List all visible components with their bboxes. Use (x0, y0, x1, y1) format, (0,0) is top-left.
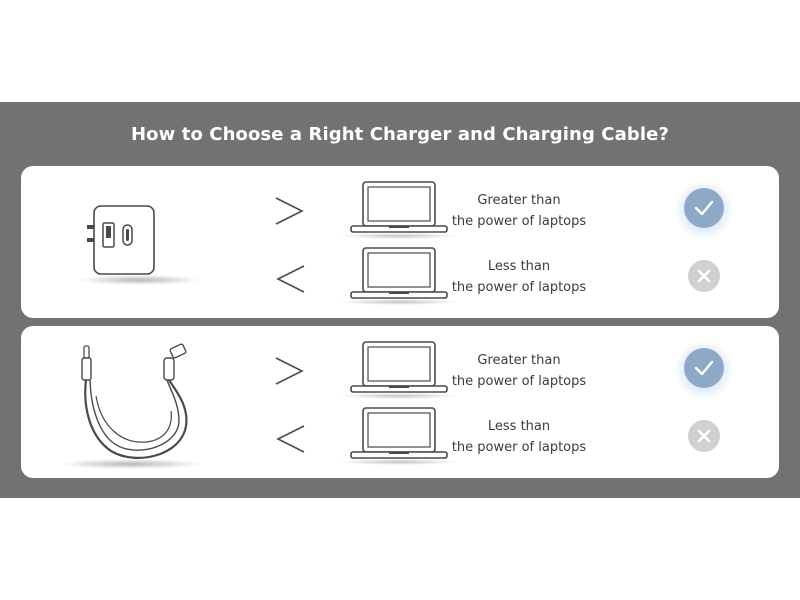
laptop-icon (339, 180, 459, 240)
row-text: Greater than the power of laptops (424, 190, 614, 232)
comparison-detail: the power of laptops (451, 440, 587, 455)
row-text: Less than the power of laptops (424, 416, 614, 458)
charger-icon (79, 200, 209, 290)
comparison-detail: the power of laptops (451, 280, 587, 295)
row-text: Less than the power of laptops (424, 256, 614, 298)
less-than-sign (270, 422, 310, 456)
cross-icon (682, 254, 726, 298)
laptop-icon (339, 340, 459, 400)
charger-panel: Greater than the power of laptops Less t… (21, 166, 779, 318)
check-icon (674, 180, 734, 240)
page-title: How to Choose a Right Charger and Chargi… (131, 124, 669, 145)
greater-than-sign (270, 354, 310, 388)
laptop-icon (339, 246, 459, 306)
check-icon (674, 340, 734, 400)
comparison-label: Greater than (477, 193, 561, 208)
cable-panel: Greater than the power of laptops Less t… (21, 326, 779, 478)
comparison-label: Greater than (477, 353, 561, 368)
row-text: Greater than the power of laptops (424, 350, 614, 392)
comparison-detail: the power of laptops (451, 214, 587, 229)
comparison-detail: the power of laptops (451, 374, 587, 389)
greater-than-sign (270, 194, 310, 228)
cross-icon (682, 414, 726, 458)
less-than-sign (270, 262, 310, 296)
charging-cable-icon (61, 336, 211, 476)
comparison-label: Less than (487, 259, 551, 274)
laptop-icon (339, 406, 459, 466)
comparison-label: Less than (487, 419, 551, 434)
